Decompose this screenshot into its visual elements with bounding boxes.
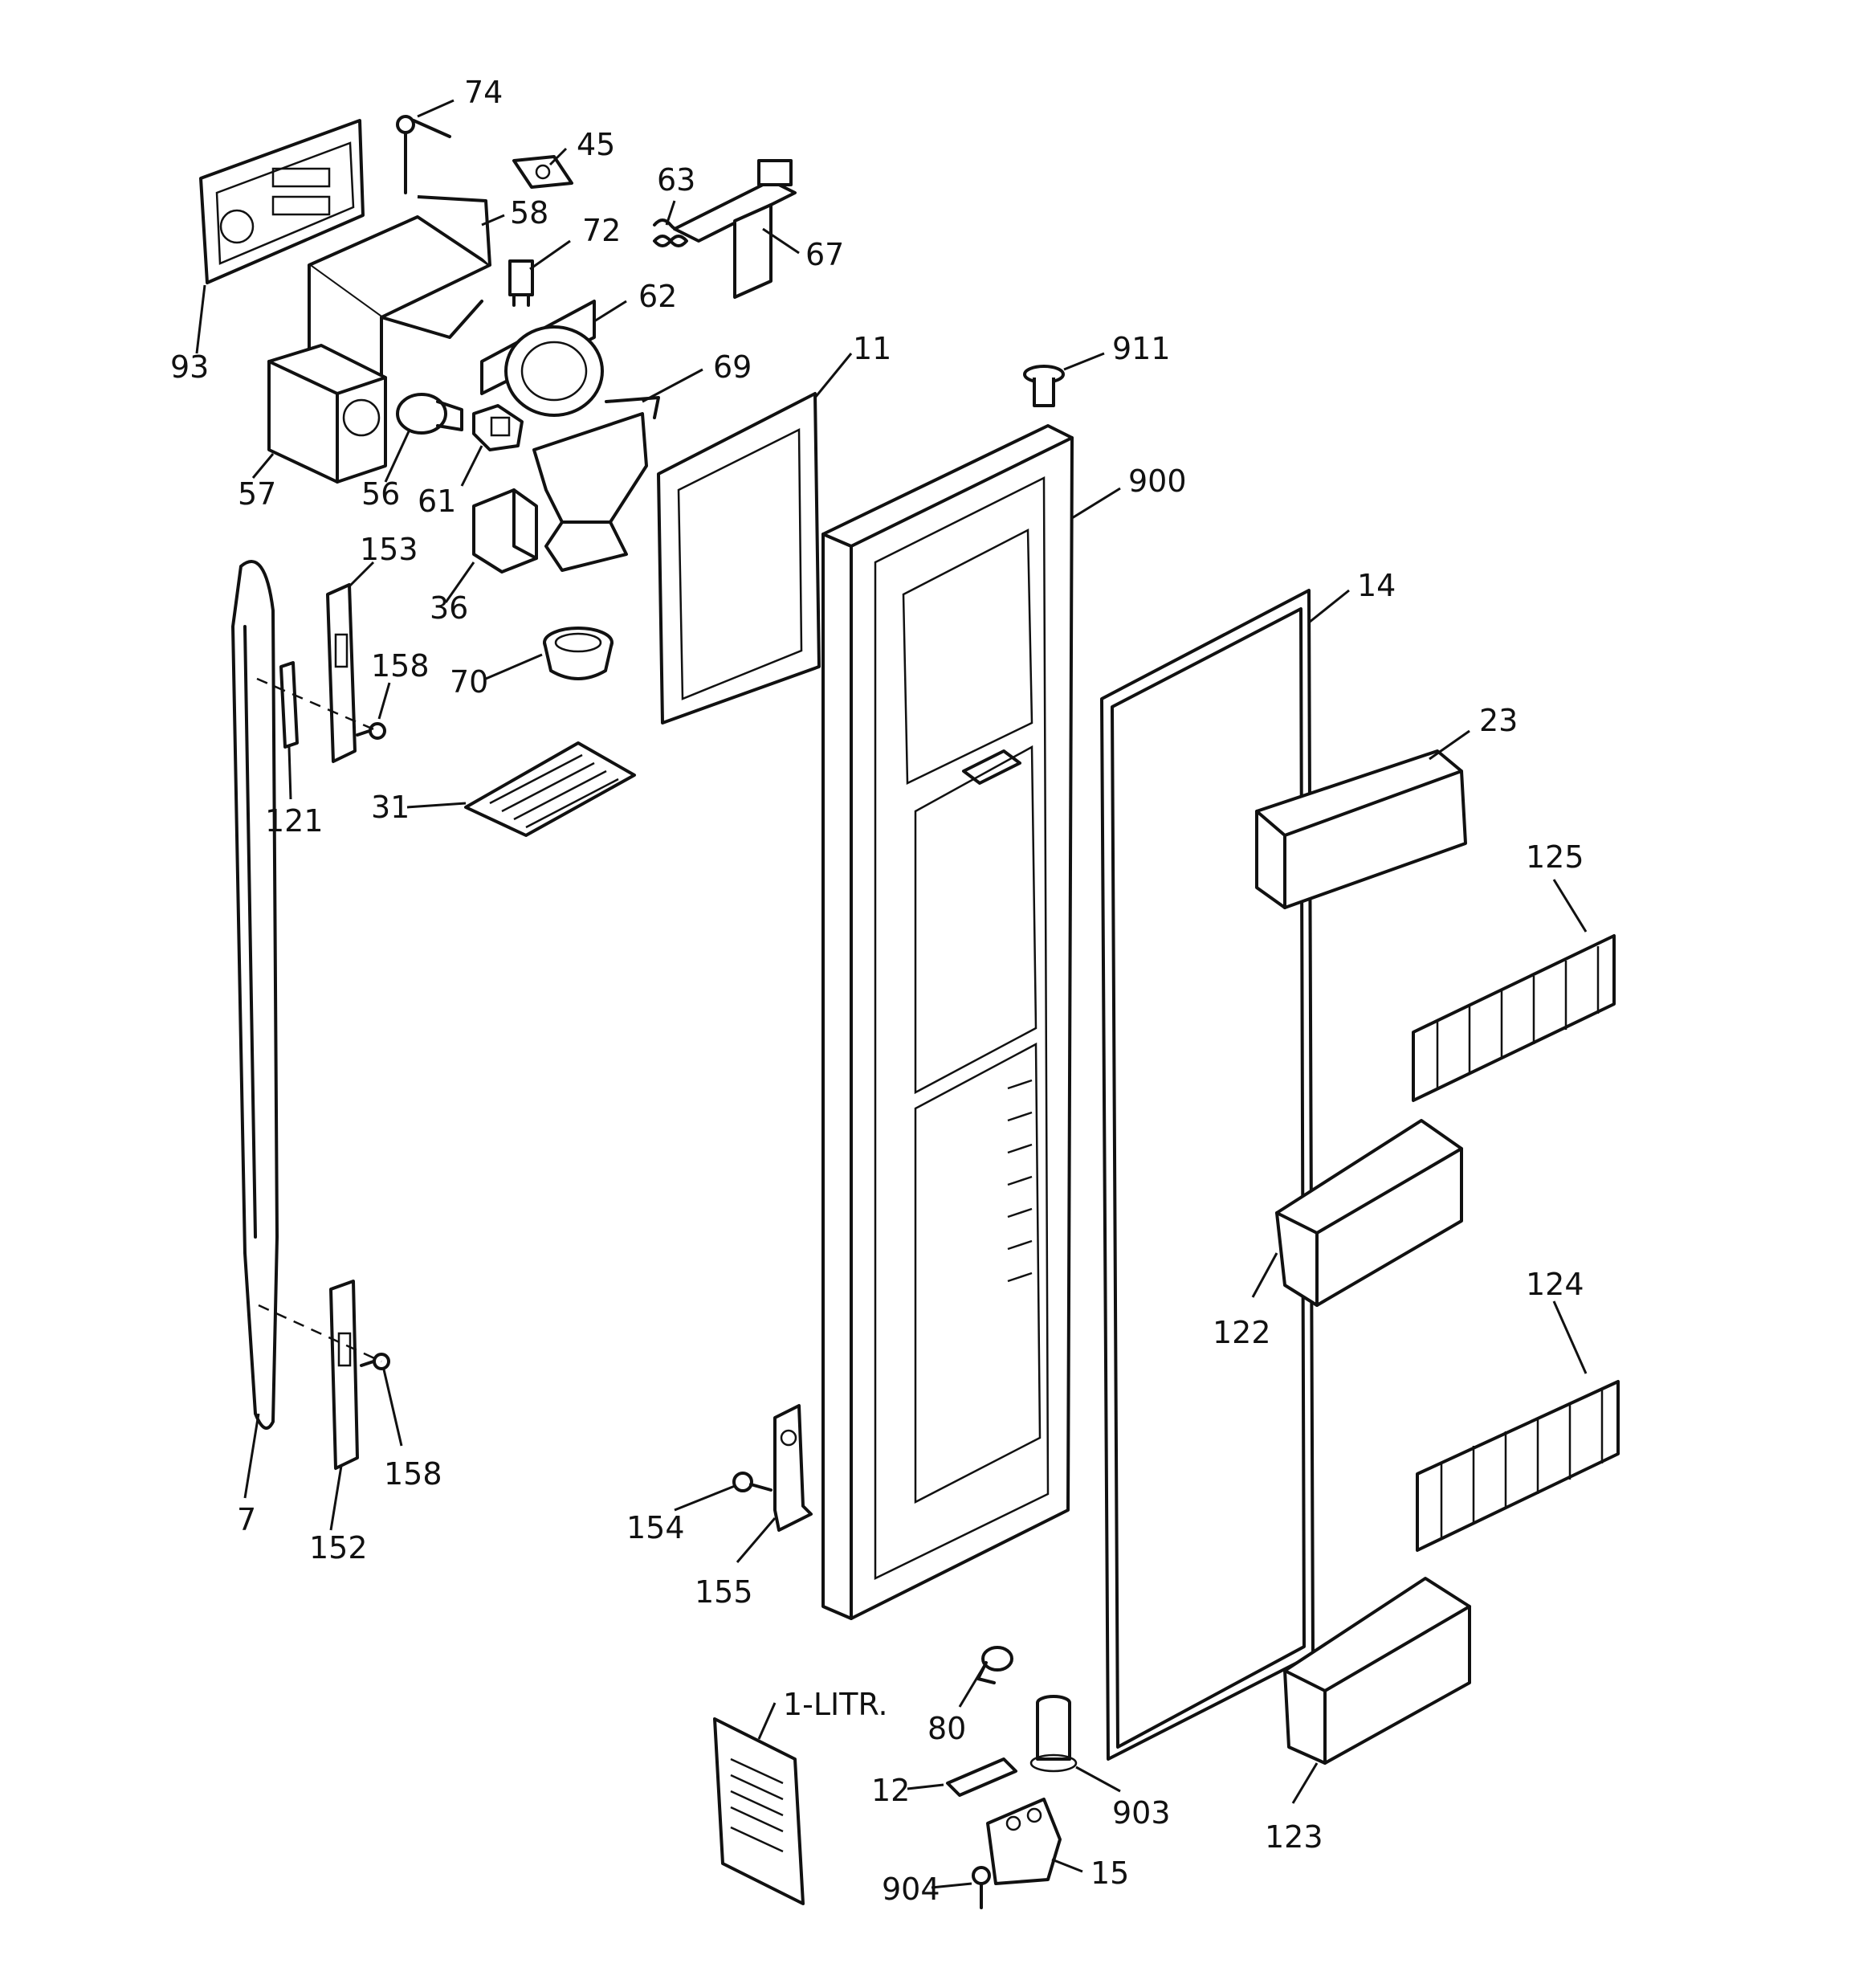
callout-62: 62 bbox=[638, 279, 677, 314]
callout-125: 125 bbox=[1526, 839, 1584, 875]
callout-93: 93 bbox=[170, 349, 209, 385]
leader-lines bbox=[195, 99, 1588, 1889]
callout-903: 903 bbox=[1112, 1795, 1171, 1831]
part-155-hinge-bracket[interactable] bbox=[773, 1404, 813, 1532]
part-15-bottom-hinge[interactable] bbox=[986, 1798, 1062, 1885]
callout-11: 11 bbox=[853, 331, 891, 366]
callout-labels: 74 45 63 58 72 67 62 93 911 11 69 57 56 … bbox=[170, 75, 1584, 1907]
part-70-grommet[interactable] bbox=[543, 627, 614, 680]
part-903-hinge-pin[interactable] bbox=[1029, 1695, 1078, 1773]
callout-61: 61 bbox=[418, 484, 456, 519]
part-61-coupler[interactable] bbox=[472, 404, 524, 451]
callout-124: 124 bbox=[1526, 1267, 1584, 1302]
callout-158-upper: 158 bbox=[371, 648, 430, 684]
part-67-actuator[interactable] bbox=[673, 159, 797, 299]
callout-904: 904 bbox=[882, 1872, 940, 1907]
part-154-hinge-screw[interactable] bbox=[732, 1472, 773, 1492]
callout-56: 56 bbox=[361, 476, 400, 512]
callout-911: 911 bbox=[1112, 331, 1171, 366]
callout-1-litr: 1-LITR. bbox=[783, 1687, 888, 1722]
part-62-ice-chute-ring[interactable] bbox=[480, 300, 604, 417]
callout-900: 900 bbox=[1128, 463, 1187, 499]
assembly-line-lower bbox=[258, 1304, 382, 1363]
part-124-wire-basket-lower[interactable] bbox=[1416, 1380, 1620, 1552]
callout-67: 67 bbox=[805, 237, 844, 272]
callout-31: 31 bbox=[371, 790, 410, 825]
part-23-door-bin-top[interactable] bbox=[1255, 749, 1467, 909]
callout-69: 69 bbox=[713, 349, 752, 385]
callout-23: 23 bbox=[1479, 703, 1518, 738]
callout-7: 7 bbox=[237, 1502, 256, 1537]
callout-158-lower: 158 bbox=[384, 1456, 442, 1492]
callout-15: 15 bbox=[1090, 1855, 1129, 1891]
callout-12: 12 bbox=[871, 1773, 910, 1808]
part-152-handle-mount-lower[interactable] bbox=[329, 1280, 359, 1470]
part-911-bushing[interactable] bbox=[1023, 365, 1065, 407]
part-11-recess-frame[interactable] bbox=[657, 392, 821, 725]
callout-155: 155 bbox=[695, 1574, 753, 1610]
part-45-bracket[interactable] bbox=[512, 155, 573, 189]
part-12-shim[interactable] bbox=[946, 1757, 1017, 1797]
assembly-line-upper bbox=[256, 677, 378, 733]
callout-123: 123 bbox=[1265, 1819, 1323, 1855]
callout-122: 122 bbox=[1213, 1315, 1271, 1350]
callout-36: 36 bbox=[430, 590, 468, 626]
part-904-screw[interactable] bbox=[972, 1866, 991, 1909]
callout-72: 72 bbox=[582, 213, 621, 248]
callout-154: 154 bbox=[626, 1510, 685, 1545]
callout-153: 153 bbox=[360, 532, 418, 567]
part-74-spring[interactable] bbox=[396, 115, 451, 194]
part-93-control-panel[interactable] bbox=[199, 119, 365, 284]
part-57-housing[interactable] bbox=[267, 344, 387, 484]
callout-63: 63 bbox=[657, 162, 695, 198]
callout-14: 14 bbox=[1357, 568, 1396, 603]
part-153-handle-mount-upper[interactable] bbox=[326, 583, 357, 763]
callout-152: 152 bbox=[309, 1530, 368, 1565]
part-36-bracket[interactable] bbox=[472, 488, 538, 574]
callout-121: 121 bbox=[265, 803, 324, 839]
callout-74: 74 bbox=[464, 75, 503, 110]
part-158-screw-upper[interactable] bbox=[356, 722, 386, 740]
callout-45: 45 bbox=[577, 127, 615, 162]
part-14-door-gasket[interactable] bbox=[1100, 589, 1315, 1761]
part-7-door-handle[interactable] bbox=[231, 560, 279, 1430]
part-123-door-bin-bottom[interactable] bbox=[1283, 1577, 1471, 1765]
part-80-plug[interactable] bbox=[976, 1646, 1013, 1684]
part-31-drip-grille[interactable] bbox=[464, 741, 636, 837]
callout-57: 57 bbox=[238, 476, 276, 512]
callout-58: 58 bbox=[510, 195, 548, 231]
callout-70: 70 bbox=[450, 664, 488, 700]
part-900-door-shell[interactable] bbox=[821, 424, 1074, 1620]
part-121-clip[interactable] bbox=[279, 661, 299, 749]
callout-80: 80 bbox=[927, 1711, 966, 1746]
part-125-wire-basket-upper[interactable] bbox=[1412, 934, 1616, 1102]
part-158-screw-lower[interactable] bbox=[360, 1353, 390, 1370]
part-72-switch[interactable] bbox=[508, 259, 534, 307]
part-69-chute[interactable] bbox=[532, 396, 660, 572]
part-122-door-bin-middle[interactable] bbox=[1275, 1119, 1463, 1307]
part-1-literature-booklet[interactable] bbox=[713, 1717, 805, 1905]
part-56-motor-coupling[interactable] bbox=[396, 393, 463, 435]
